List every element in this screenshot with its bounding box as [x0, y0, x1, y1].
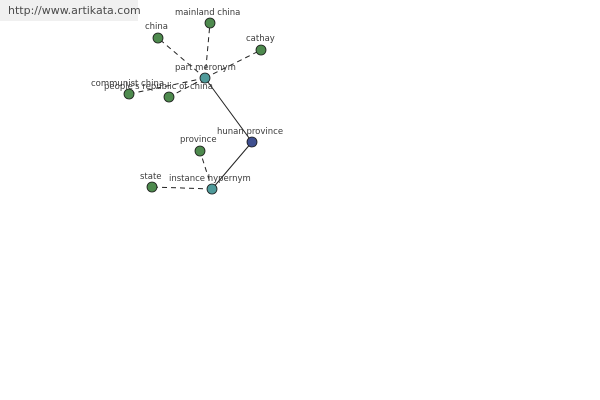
label-state: state: [140, 172, 162, 182]
node-cathay[interactable]: [255, 44, 267, 56]
edge-partmeronym-peoplesrepublic: [168, 77, 206, 98]
label-china: china: [145, 22, 168, 32]
edges: [128, 22, 262, 190]
node-communist-china[interactable]: [123, 88, 135, 100]
edge-partmeronym-cathay: [204, 49, 262, 79]
label-instance-hypernym: instance hypernym: [169, 174, 251, 184]
edge-instancehypernym-state: [151, 186, 213, 190]
label-part-meronym: part meronym: [175, 63, 236, 73]
node-peoples-republic[interactable]: [163, 91, 175, 103]
label-province: province: [180, 135, 217, 145]
watermark-banner: http://www.artikata.com: [0, 0, 141, 21]
edge-partmeronym-mainlandchina: [204, 22, 211, 79]
node-hunan-province[interactable]: [246, 136, 258, 148]
edge-center-partmeronym: [204, 77, 253, 143]
labels: china mainland china cathay part meronym…: [91, 8, 283, 184]
edge-instancehypernym-province: [199, 150, 213, 190]
label-hunan-province: hunan province: [217, 127, 283, 137]
label-communist-china: communist china: [91, 79, 164, 89]
edge-center-instancehypernym: [211, 141, 253, 190]
label-mainland-china: mainland china: [175, 8, 240, 18]
node-china[interactable]: [152, 32, 164, 44]
node-mainland-china[interactable]: [204, 17, 216, 29]
edge-partmeronym-communistchina: [128, 77, 206, 95]
label-peoples-republic: people's republic of china: [104, 82, 213, 92]
nodes: [123, 17, 267, 195]
node-province[interactable]: [194, 145, 206, 157]
node-state[interactable]: [146, 181, 158, 193]
edge-partmeronym-china: [157, 37, 206, 79]
node-instance-hypernym[interactable]: [206, 183, 218, 195]
watermark-url[interactable]: http://www.artikata.com: [8, 4, 141, 17]
node-part-meronym[interactable]: [199, 72, 211, 84]
label-cathay: cathay: [246, 34, 275, 44]
